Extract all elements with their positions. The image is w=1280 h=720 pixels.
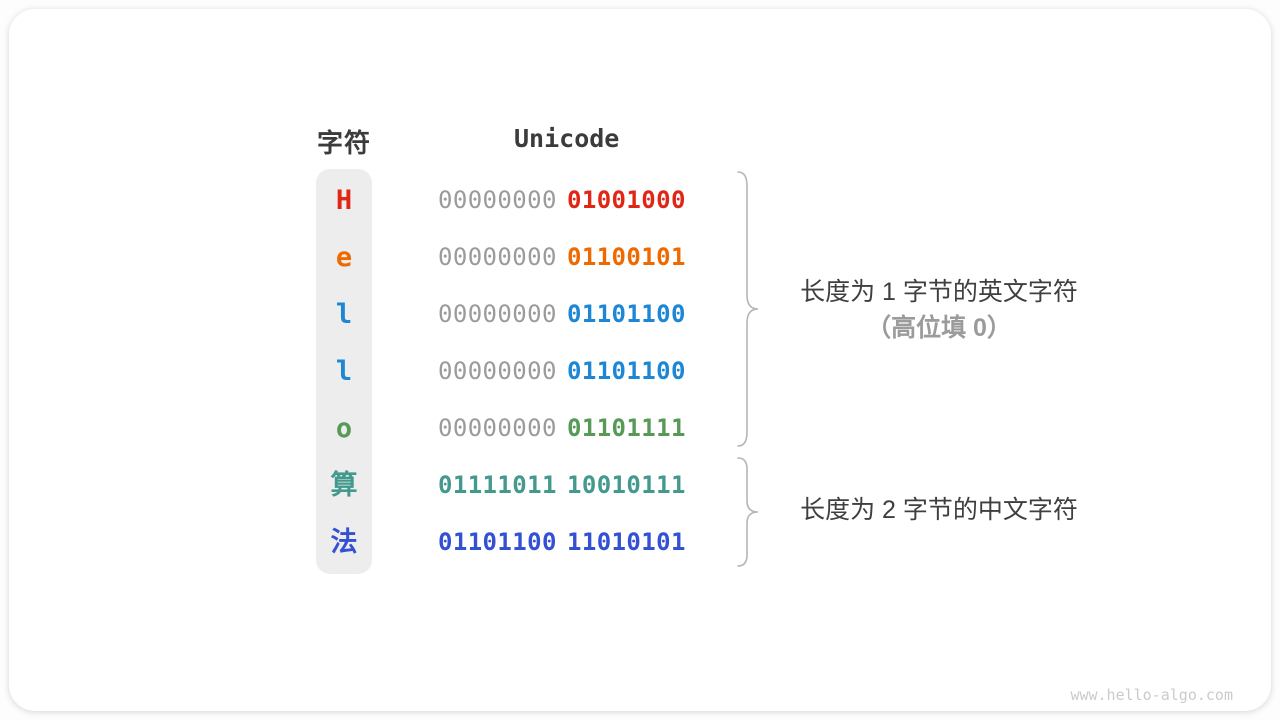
byte-high: 01111011 [438,471,557,499]
character-column-background [316,169,372,574]
char-cell: e [335,242,353,273]
table-row: H 00000000 01001000 [9,172,1271,229]
table-row: o 00000000 01101111 [9,400,1271,457]
table-row: l 00000000 01101100 [9,343,1271,400]
byte-high: 01101100 [438,528,557,556]
char-cell: 法 [330,527,358,558]
byte-low: 01101100 [567,300,686,328]
table-row: l 00000000 01101100 [9,286,1271,343]
byte-high: 00000000 [438,300,557,328]
annotation-english: 长度为 1 字节的英文字符 （高位填 0） [772,277,1106,343]
char-cell: l [335,299,353,330]
char-cell: 算 [330,470,358,501]
byte-low: 01100101 [567,243,686,271]
byte-high: 00000000 [438,186,557,214]
char-cell: l [335,356,353,387]
annotation-english-line2: （高位填 0） [866,314,1012,342]
byte-low: 01101111 [567,414,686,442]
byte-low: 01001000 [567,186,686,214]
byte-low: 01101100 [567,357,686,385]
char-cell: H [335,185,353,216]
brace-chinese-group [737,457,759,567]
column-header-character: 字符 [316,128,371,158]
table-row: 法 01101100 11010101 [9,514,1271,571]
column-header-unicode: Unicode [514,124,620,153]
byte-high: 00000000 [438,414,557,442]
byte-low: 10010111 [567,471,686,499]
annotation-english-line1: 长度为 1 字节的英文字符 [800,278,1078,306]
annotation-chinese-line1: 长度为 2 字节的中文字符 [800,496,1078,524]
char-cell: o [335,413,353,444]
byte-low: 11010101 [567,528,686,556]
diagram-card: 字符 Unicode H 00000000 01001000 e 0000000… [9,9,1271,711]
table-row: e 00000000 01100101 [9,229,1271,286]
table-row: 算 01111011 10010111 [9,457,1271,514]
watermark-url: www.hello-algo.com [1070,686,1233,704]
brace-english-group [737,171,759,447]
annotation-chinese: 长度为 2 字节的中文字符 [772,495,1106,525]
byte-high: 00000000 [438,357,557,385]
byte-high: 00000000 [438,243,557,271]
